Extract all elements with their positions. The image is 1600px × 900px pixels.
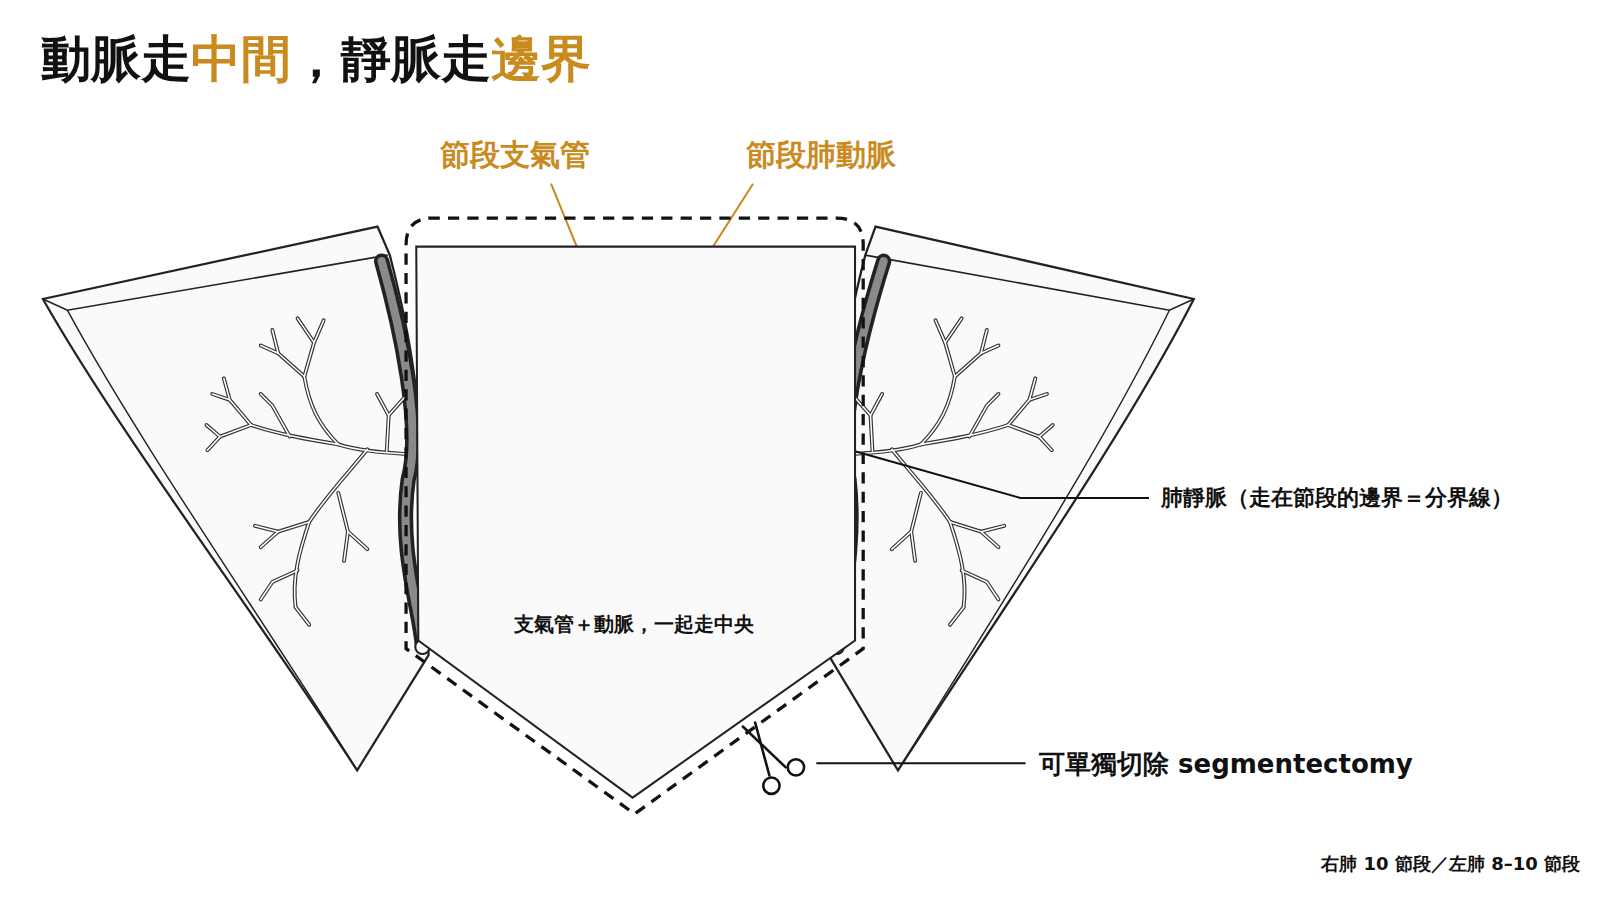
segment-outline: [403, 216, 865, 816]
leader-line: [847, 449, 1149, 498]
part-label: 節段支氣管: [440, 135, 590, 176]
title-highlight: 中間: [191, 30, 291, 88]
footnote: 右肺 10 節段／左肺 8–10 節段: [1321, 852, 1580, 876]
title: 動脈走中間，靜脈走邊界: [41, 26, 591, 93]
left-segment: [43, 227, 430, 771]
title-highlight: 邊界: [491, 30, 591, 88]
title-part: 動脈走: [41, 30, 191, 88]
scissors-icon: [743, 722, 804, 793]
callout-label: 肺靜脈（走在節段的邊界＝分界線）: [1161, 483, 1513, 513]
segment-note: 支氣管＋動脈，一起走中央: [510, 611, 758, 638]
title-part: ，靜脈走: [291, 30, 491, 88]
callout-label: 可單獨切除 segmentectomy: [1039, 747, 1413, 782]
leader-line: [816, 762, 1025, 764]
segment-region: 支氣管＋動脈，一起走中央: [403, 216, 865, 816]
part-label: 節段肺動脈: [746, 135, 896, 176]
right-segment: [829, 227, 1194, 771]
